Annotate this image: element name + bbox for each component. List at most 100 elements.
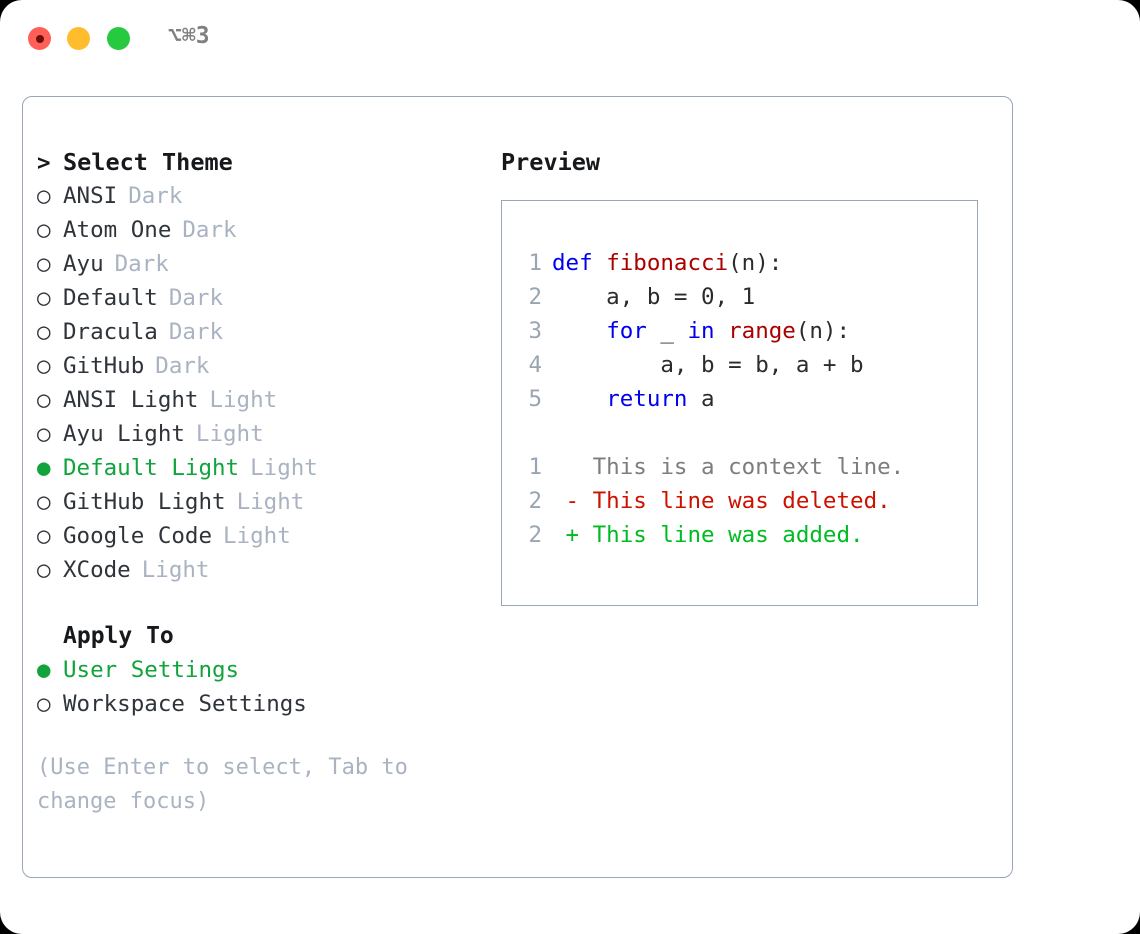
theme-variant-tag: Dark bbox=[155, 353, 210, 379]
radio-unselected-icon: ○ bbox=[37, 251, 51, 277]
theme-variant-tag: Dark bbox=[168, 285, 224, 311]
code-token: a bbox=[687, 386, 715, 412]
apply-to-option-workspace-settings[interactable]: ○Workspace Settings bbox=[37, 687, 487, 721]
code-token: a, b = b, a + b bbox=[552, 352, 864, 378]
code-line-number: 4 bbox=[528, 352, 542, 378]
theme-option-ayu[interactable]: ○ Ayu Dark bbox=[37, 247, 487, 281]
diff-sign bbox=[552, 454, 579, 480]
code-token: a, b = 0, 1 bbox=[552, 284, 756, 310]
radio-unselected-icon: ○ bbox=[37, 217, 51, 243]
theme-variant-tag: Dark bbox=[128, 183, 183, 209]
theme-option-label: Ayu Light bbox=[63, 421, 185, 447]
diff-text: This is a context line. bbox=[579, 454, 905, 480]
radio-unselected-icon: ○ bbox=[37, 387, 51, 413]
list-spacer bbox=[37, 587, 487, 619]
diff-text: This line was deleted. bbox=[579, 488, 891, 514]
radio-unselected-icon: ○ bbox=[37, 421, 51, 447]
theme-option-label: XCode bbox=[63, 557, 131, 583]
theme-option-label: GitHub bbox=[63, 353, 145, 379]
apply-to-option-label: User Settings bbox=[63, 657, 240, 683]
theme-option-label: Atom One bbox=[63, 217, 172, 243]
code-token bbox=[552, 386, 606, 412]
radio-unselected-icon: ○ bbox=[37, 523, 51, 549]
code-line: 2 a, b = 0, 1 bbox=[520, 280, 904, 314]
close-window-button[interactable] bbox=[28, 27, 51, 50]
radio-selected-icon: ● bbox=[37, 455, 51, 481]
radio-unselected-icon: ○ bbox=[37, 183, 51, 209]
code-line: 4 a, b = b, a + b bbox=[520, 348, 904, 382]
theme-option-ansi[interactable]: ○ ANSI Dark bbox=[37, 179, 487, 213]
keyboard-shortcut-label: ⌥⌘3 bbox=[168, 23, 210, 49]
select-theme-heading: > Select Theme bbox=[37, 145, 487, 179]
apply-to-option-label: Workspace Settings bbox=[63, 691, 307, 717]
code-token: _ bbox=[646, 318, 688, 344]
theme-variant-tag: Light bbox=[141, 557, 210, 583]
maximize-window-button[interactable] bbox=[107, 27, 130, 50]
code-line-number: 2 bbox=[528, 284, 542, 310]
code-token: def bbox=[552, 250, 607, 276]
radio-unselected-icon: ○ bbox=[37, 285, 51, 311]
diff-sign: - bbox=[552, 488, 580, 514]
code-token bbox=[552, 318, 606, 344]
code-line-number: 3 bbox=[528, 318, 542, 344]
theme-option-label: Ayu bbox=[63, 251, 104, 277]
theme-option-label: Google Code bbox=[63, 523, 213, 549]
code-line-number: 5 bbox=[528, 386, 542, 412]
diff-line-ctx: 1 This is a context line. bbox=[520, 450, 904, 484]
code-token: in bbox=[687, 318, 715, 344]
theme-variant-tag: Dark bbox=[114, 251, 169, 277]
apply-to-option-user-settings[interactable]: ● User Settings bbox=[37, 653, 487, 687]
theme-option-ayu-light[interactable]: ○ Ayu Light Light bbox=[37, 417, 487, 451]
theme-variant-tag: Light bbox=[209, 387, 278, 413]
code-token: (n): bbox=[728, 250, 783, 276]
radio-unselected-icon: ○ bbox=[37, 353, 51, 379]
prompt-caret-icon: > bbox=[37, 150, 51, 176]
title-bar: ⌥⌘3 bbox=[0, 0, 1140, 78]
radio-unselected-icon: ○ bbox=[37, 319, 51, 345]
minimize-window-button[interactable] bbox=[67, 27, 90, 50]
diff-line-number: 1 bbox=[528, 454, 542, 480]
radio-selected-icon: ● bbox=[37, 657, 51, 683]
help-hint-text: (Use Enter to select, Tab to change focu… bbox=[37, 755, 422, 814]
code-token: fibonacci bbox=[606, 250, 729, 276]
diff-sign: + bbox=[552, 522, 580, 548]
theme-variant-tag: Light bbox=[236, 489, 305, 515]
theme-option-google-code[interactable]: ○ Google Code Light bbox=[37, 519, 487, 553]
select-theme-heading-label: Select Theme bbox=[63, 148, 233, 176]
theme-option-github[interactable]: ○ GitHub Dark bbox=[37, 349, 487, 383]
diff-line-number: 2 bbox=[528, 488, 542, 514]
apply-to-heading: Apply To bbox=[63, 623, 174, 649]
code-line: 3 for _ in range(n): bbox=[520, 314, 904, 348]
theme-variant-tag: Light bbox=[223, 523, 291, 549]
theme-variant-tag: Light bbox=[195, 421, 264, 447]
theme-option-label: Default Light bbox=[63, 455, 240, 481]
theme-option-label: GitHub Light bbox=[63, 489, 226, 515]
code-token: (n): bbox=[795, 318, 851, 344]
apply-to-list: ● User Settings ○Workspace Settings bbox=[37, 653, 487, 721]
theme-option-xcode[interactable]: ○ XCode Light bbox=[37, 553, 487, 587]
code-token: return bbox=[606, 386, 688, 412]
theme-variant-tag: Dark bbox=[168, 319, 224, 345]
radio-unselected-icon: ○ bbox=[37, 557, 51, 583]
theme-option-label: Dracula bbox=[63, 319, 158, 345]
code-token: range bbox=[728, 318, 796, 344]
theme-option-label: ANSI bbox=[63, 183, 118, 209]
theme-option-dracula[interactable]: ○ Dracula Dark bbox=[37, 315, 487, 349]
code-token: for bbox=[606, 318, 647, 344]
code-token bbox=[715, 318, 729, 344]
diff-text: This line was added. bbox=[579, 522, 864, 548]
diff-line-del: 2 - This line was deleted. bbox=[520, 484, 904, 518]
code-blank-line bbox=[520, 416, 904, 450]
